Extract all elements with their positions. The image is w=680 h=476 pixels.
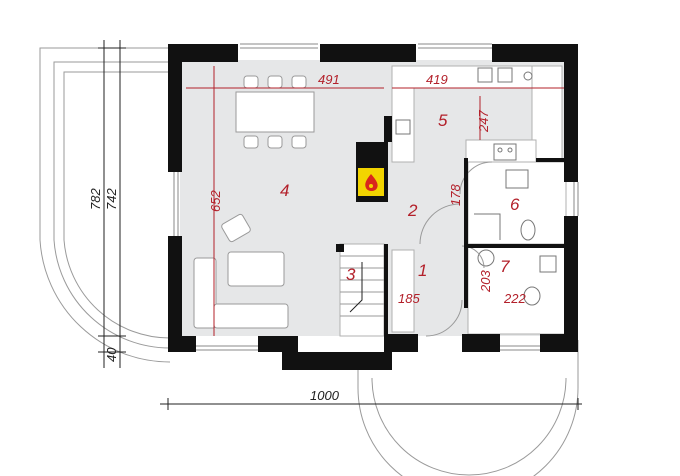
dim-hall-width: 185	[398, 291, 420, 306]
room-number-5: 5	[438, 111, 448, 130]
dim-living-depth: 652	[208, 190, 223, 212]
exterior-dimension-lines	[98, 40, 582, 410]
dim-bath-depth: 178	[448, 184, 463, 206]
sofa-set	[193, 213, 289, 329]
room-number-1: 1	[418, 261, 427, 280]
dim-wc-width: 222	[503, 291, 526, 306]
light-areas	[339, 65, 567, 337]
dim-kitchen-width: 419	[426, 72, 448, 87]
dim-dining-width: 491	[318, 72, 340, 87]
stairs	[340, 255, 384, 317]
room-number-6: 6	[510, 195, 520, 214]
kitchen-appliances	[395, 67, 533, 161]
room-number-3: 3	[346, 265, 356, 284]
dim-offset: 40	[104, 347, 119, 362]
room-number-7: 7	[500, 257, 510, 276]
room-number-2: 2	[407, 201, 418, 220]
dim-wc-depth: 203	[478, 270, 493, 293]
terrace-outline	[39, 47, 171, 363]
walls	[168, 44, 578, 370]
dim-overall-width: 1000	[310, 388, 340, 403]
bathroom-fixtures	[474, 169, 557, 306]
fireplace-flame-icon	[365, 174, 378, 191]
dim-inner-depth: 742	[104, 188, 119, 210]
dim-kitchen-depth: 247	[476, 110, 491, 133]
windows	[173, 43, 579, 351]
fireplace	[356, 142, 388, 202]
room-number-4: 4	[280, 181, 289, 200]
internal-dimension-lines	[186, 66, 564, 336]
entrance-terrace-outline	[357, 340, 579, 476]
dining-set	[235, 75, 315, 149]
dim-outer-depth: 782	[88, 188, 103, 210]
